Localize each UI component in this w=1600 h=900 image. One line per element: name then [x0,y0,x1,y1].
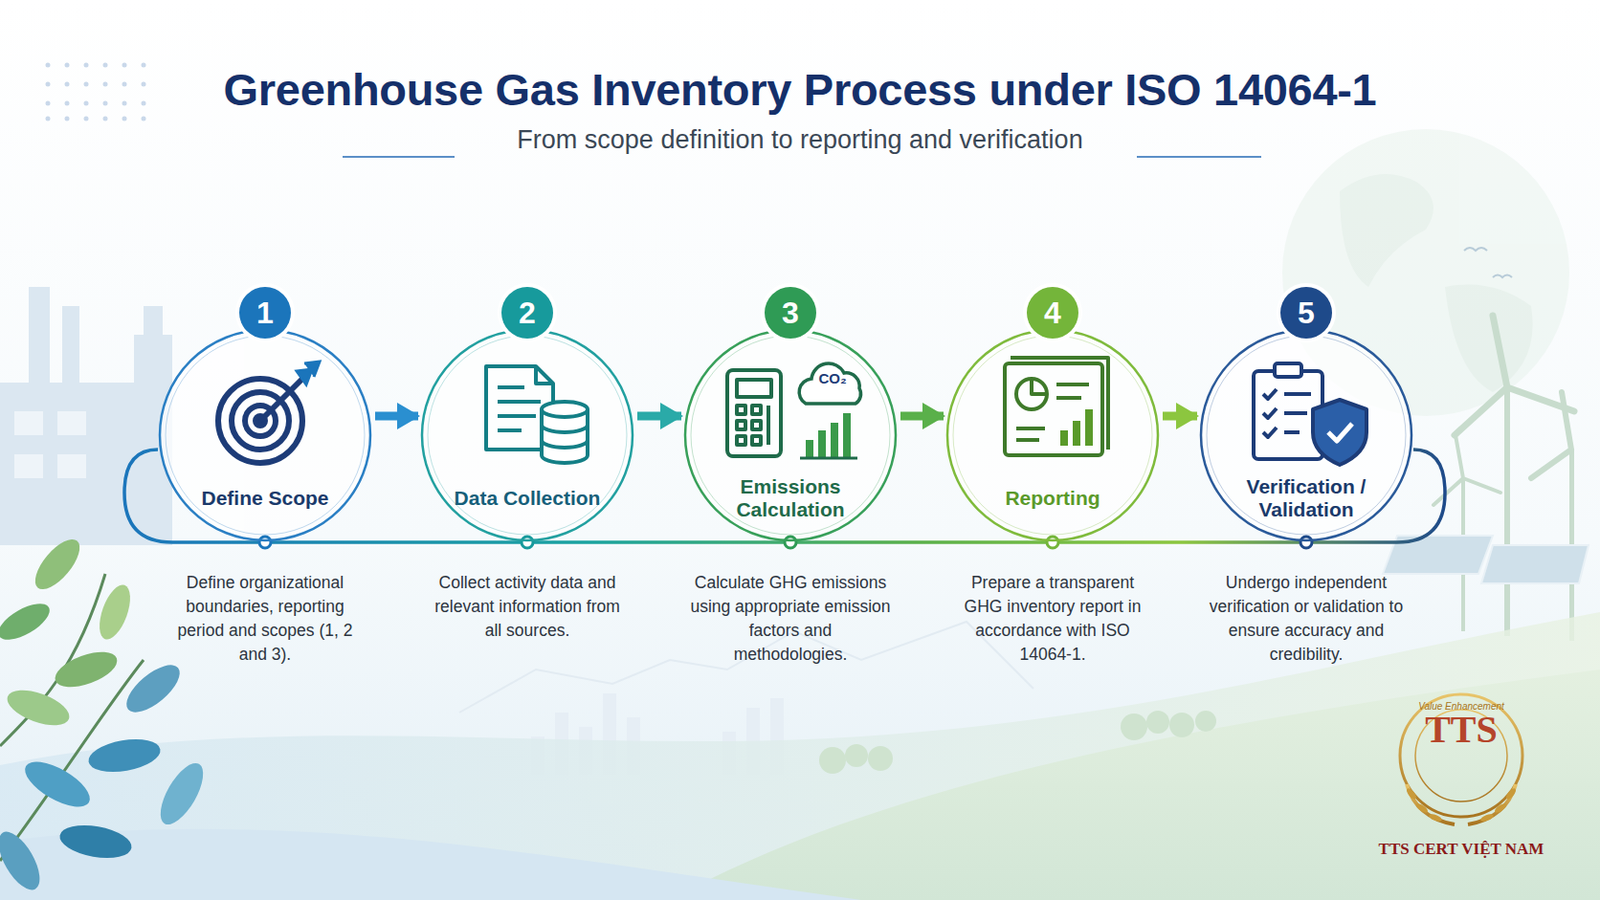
step-title: Reporting [971,487,1134,511]
flow-arrow [375,412,419,422]
subtitle: From scope definition to reporting and v… [516,125,1083,156]
step-circle [420,328,635,543]
diagram-title: Greenhouse Gas Inventory Process under I… [0,63,1600,116]
birds [1464,247,1512,278]
subtitle-rule [342,155,1262,158]
factory [0,287,173,546]
document-database-icon [486,366,588,464]
logo-name: TTS CERT VIỆT NAM [1378,840,1545,860]
step-title: Data Collection [445,487,609,511]
step-title: Define Scope [183,487,347,511]
process-step: 4ReportingPrepare a transparent GHG inve… [937,285,1168,668]
step-description: Calculate GHG emissions using appropriat… [689,571,891,667]
wind-turbine [1433,315,1575,642]
report-icon [1004,357,1109,456]
step-title: Verification / Validation [1224,475,1388,522]
icon-label: CO₂ [818,370,846,387]
step-number: 1 [239,287,291,339]
hill [669,669,1600,900]
step-number: 4 [1026,287,1079,339]
process-step: 3Emissions CalculationCalculate GHG emis… [675,285,906,668]
flow-arrow [900,412,944,422]
step-number: 2 [501,287,554,339]
dot-grid [45,63,147,122]
process-step: 2Data CollectionCollect activity data an… [412,285,643,668]
step-circle [945,328,1160,543]
step-description: Prepare a transparent GHG inventory repo… [952,571,1154,667]
circle-ground [159,330,1412,541]
process-step: 5Verification / ValidationUndergo indepe… [1191,285,1422,668]
step-title: Emissions Calculation [709,475,872,522]
step-number: 5 [1280,287,1333,339]
step-description: Collect activity data and relevant infor… [426,571,628,644]
step-number: 3 [764,287,817,339]
process-step: 1Define ScopeDefine organizational bound… [150,285,380,668]
step-description: Undergo independent verification or vali… [1205,571,1407,667]
solar-panel [1382,535,1589,584]
logo-letters: TTS [1424,707,1498,753]
flow-arrow [1162,412,1198,422]
hill [0,829,862,900]
step-circle [157,328,373,543]
tree-row [819,711,1217,775]
co2-cloud-icon [799,363,861,404]
leaves [0,532,212,896]
checklist-shield-icon [1253,363,1367,466]
step-description: Define organizational boundaries, report… [164,571,366,667]
calculator-icon [727,370,781,457]
flow-arrow [637,412,682,422]
loop-dot [259,536,1312,549]
bar-chart-icon [800,413,858,459]
logo-emblem [1400,694,1523,825]
target-icon [218,361,320,464]
